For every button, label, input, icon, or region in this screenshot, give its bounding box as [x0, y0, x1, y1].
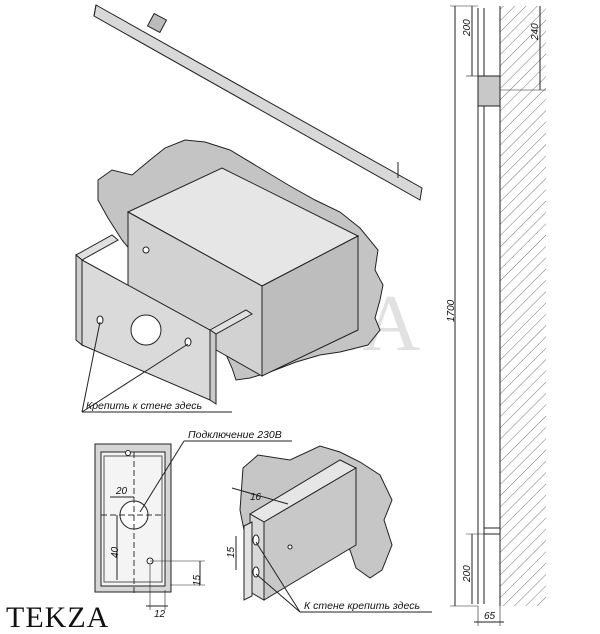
- wall-mount-detail-note: К стене крепить здесь: [304, 600, 420, 612]
- rail-bar: [93, 4, 423, 201]
- dim-bottom-offset: 200: [462, 565, 473, 583]
- brand-logo: TEKZA: [6, 601, 109, 634]
- dim-top-bracket: 240: [530, 23, 541, 41]
- dim-box-bottom-hole: 12: [154, 609, 166, 620]
- power-callout: Подключение 230В: [139, 429, 292, 513]
- power-note: Подключение 230В: [188, 429, 282, 441]
- dim-box-lower-hole: 15: [192, 574, 203, 586]
- dim-wall-gap: 65: [484, 611, 496, 622]
- box-front-view: 20 40 15 12: [94, 443, 205, 620]
- side-elevation: 1700 200 240 200 65: [446, 5, 546, 626]
- wall-mount-callout: Крепить к стене здесь: [81, 321, 232, 413]
- dim-top-offset: 200: [462, 19, 473, 37]
- junction-box-iso: [75, 139, 384, 405]
- dim-detail-depth: 16: [250, 492, 262, 503]
- dim-box-hole-y: 40: [110, 546, 121, 558]
- wall-mount-detail-callout: К стене крепить здесь: [255, 541, 432, 613]
- dim-box-hole-x: 20: [115, 486, 128, 497]
- wall-mount-note: Крепить к стене здесь: [86, 400, 202, 412]
- dim-total-height: 1700: [446, 299, 457, 322]
- box-detail-iso: 16 15: [226, 445, 393, 601]
- dim-detail-vertical: 15: [226, 546, 237, 558]
